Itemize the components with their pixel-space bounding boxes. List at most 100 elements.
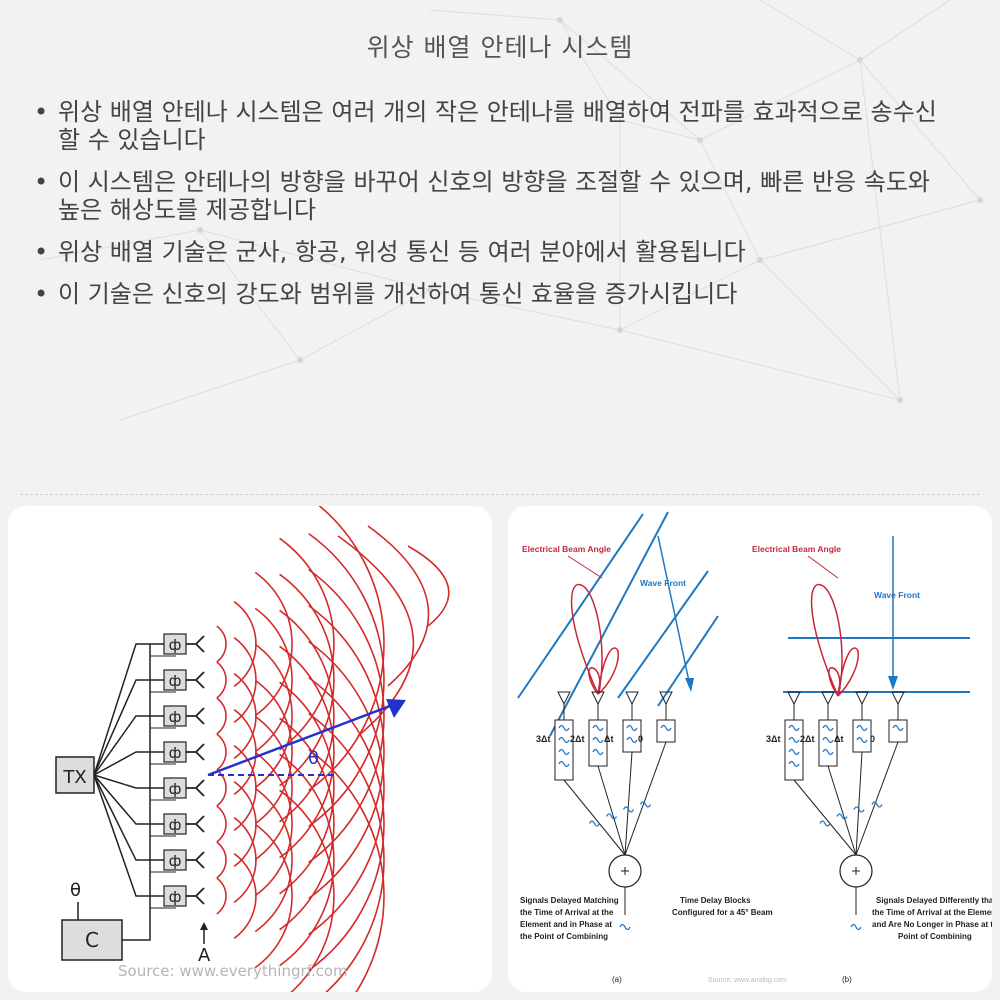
bullet-marker: • — [34, 168, 49, 196]
delay-wave-icon — [592, 748, 604, 756]
delay-label: Δt — [834, 734, 843, 744]
bullet-text: 이 기술은 신호의 강도와 범위를 개선하여 통신 효율을 증가시킵니다 — [58, 280, 738, 308]
wavefront-arc — [216, 625, 227, 663]
signal-wave-icon — [871, 801, 883, 808]
combiner-line — [624, 741, 667, 856]
caption-line: Point of Combining — [898, 932, 972, 941]
bullet-marker: • — [34, 238, 49, 266]
caption-line: Configured for a 45° Beam — [672, 908, 773, 917]
bullet-text: 위상 배열 안테나 시스템은 여러 개의 작은 안테나를 배열하여 전파를 효과… — [58, 98, 937, 154]
phase-shifter-symbol: ф — [169, 708, 182, 726]
delay-block — [656, 719, 676, 743]
delay-wave-icon — [822, 724, 834, 732]
delay-wave-icon — [558, 724, 570, 732]
delay-label: 3Δt — [766, 734, 780, 744]
wavefront-arc — [254, 607, 293, 753]
output-wave-icon — [619, 923, 631, 931]
beam-angle-pointer-right — [807, 555, 839, 579]
delay-wave-icon — [788, 760, 800, 768]
wavefront-arc — [233, 853, 257, 939]
delay-label: 0 — [638, 734, 643, 744]
delay-wave-icon — [788, 724, 800, 732]
wavefront-arc — [279, 753, 335, 967]
wavefront-arc — [254, 679, 293, 825]
combiner-line — [624, 751, 633, 856]
signal-wave-icon — [622, 806, 635, 813]
page-title: 위상 배열 안테나 시스템 — [366, 33, 634, 62]
wavefront-arc — [216, 841, 227, 879]
delay-wave-icon — [892, 724, 904, 732]
caption-line: Time Delay Blocks — [680, 896, 751, 905]
caption-line: and Are No Longer in Phase at the — [872, 920, 992, 929]
delay-wave-icon — [856, 724, 868, 732]
antenna-element — [557, 691, 571, 706]
combiner-line — [597, 765, 626, 856]
beam-direction-arrow — [207, 701, 399, 777]
wavefront-arc — [308, 676, 385, 972]
wave-direction-line-left — [657, 535, 691, 687]
wavefront-arc — [233, 601, 257, 687]
panel-a-label: (a) — [612, 975, 622, 984]
beam-angle-label-left: Electrical Beam Angle — [522, 544, 611, 554]
wave-front-label-right: Wave Front — [874, 590, 920, 600]
antenna-element — [186, 707, 205, 725]
signal-wave-icon — [853, 806, 865, 813]
caption-line: Element and in Phase at — [520, 920, 612, 929]
bullet-text: 위상 배열 기술은 군사, 항공, 위성 통신 등 여러 분야에서 활용됩니다 — [58, 238, 746, 266]
delay-wave-icon — [660, 724, 672, 732]
output-wave-icon — [850, 923, 862, 931]
wavefront-arc — [254, 643, 293, 789]
horizontal-wave-fronts — [783, 637, 970, 693]
figure1-source: Source: www.everythingrf.com — [118, 962, 348, 980]
beam-angle-label-right: Electrical Beam Angle — [752, 544, 841, 554]
controller-label: C — [85, 928, 99, 952]
caption-line: the Time of Arrival at the — [520, 908, 614, 917]
feed-line — [93, 715, 164, 776]
wavefront-arc — [308, 712, 385, 992]
wavefront-arc — [308, 506, 385, 792]
caption-right: Signals Delayed Differently than the Tim… — [872, 896, 992, 941]
wavefront-arc — [279, 681, 335, 895]
phase-shifter-symbol: ф — [169, 888, 182, 906]
wave-front-label-left: Wave Front — [640, 578, 686, 588]
beam-angle-label: θ — [308, 748, 319, 769]
wavefront-arc — [216, 661, 227, 699]
wavefront-arc — [216, 769, 227, 807]
feed-line — [93, 643, 164, 776]
feed-line — [93, 774, 164, 861]
antenna-element — [891, 691, 905, 706]
wavefront-arc — [279, 645, 335, 859]
section-divider — [20, 494, 980, 495]
combiner-line — [563, 779, 626, 856]
beam-lobes-left — [570, 583, 619, 695]
wavefront-arc — [254, 751, 293, 897]
wavefront-arc — [308, 604, 385, 900]
delay-wave-icon — [856, 736, 868, 744]
tx-box — [55, 756, 95, 794]
caption-line: Signals Delayed Matching — [520, 896, 619, 905]
antenna-element — [186, 815, 205, 833]
controller-box — [61, 919, 123, 961]
antenna-element — [659, 691, 673, 706]
delay-label: 0 — [870, 734, 875, 744]
caption-line: Signals Delayed Differently than — [876, 896, 992, 905]
delay-label: Δt — [604, 734, 613, 744]
panel-b-label: (b) — [842, 975, 852, 984]
wavefront-arc — [254, 571, 293, 717]
wavefront-arc — [233, 781, 257, 867]
signal-wave-icon — [605, 813, 618, 820]
phase-shifter-symbol: ф — [169, 852, 182, 870]
wavefront-arc — [279, 573, 335, 787]
delay-wave-icon — [558, 736, 570, 744]
signal-wave-icon — [588, 820, 601, 827]
beam-angle-pointer-left — [567, 555, 603, 579]
wavefront-arc — [367, 525, 430, 687]
wavefront-arc — [308, 640, 385, 936]
feed-line — [93, 774, 164, 897]
phase-shifter-symbol: ф — [169, 636, 182, 654]
